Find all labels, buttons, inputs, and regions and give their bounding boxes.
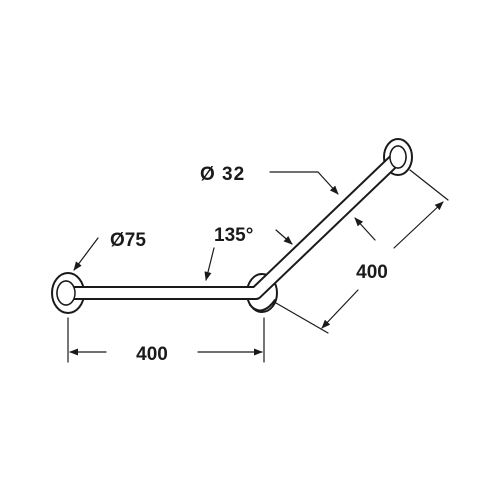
grab-bar-tube bbox=[63, 150, 405, 300]
angle-label: 135° bbox=[214, 225, 253, 246]
tube-diameter-callout: Ø 32 bbox=[200, 164, 376, 241]
rosette-diameter-callout: Ø75 bbox=[73, 230, 146, 271]
corner-rosette-front bbox=[249, 299, 276, 312]
angle-callout: 135° bbox=[204, 225, 293, 281]
rosette-diameter-label: Ø75 bbox=[110, 230, 146, 251]
top-rosette-front bbox=[389, 145, 407, 169]
length-angled-label: 400 bbox=[356, 262, 388, 283]
left-rosette-front bbox=[56, 280, 76, 306]
dimension-horizontal: 400 bbox=[67, 317, 265, 365]
tube-diameter-label: Ø 32 bbox=[200, 164, 245, 185]
length-horizontal-label: 400 bbox=[136, 344, 168, 365]
dimension-angled: 400 bbox=[275, 169, 449, 334]
